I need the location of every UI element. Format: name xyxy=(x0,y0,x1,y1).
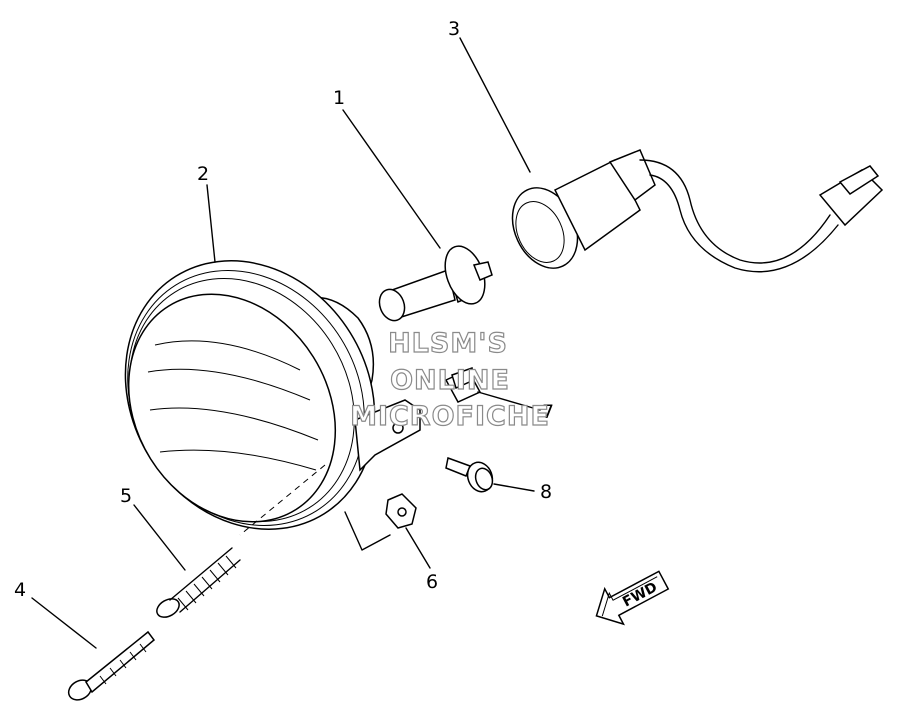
leader-lines xyxy=(31,37,541,649)
watermark-line-2: ONLINE xyxy=(390,365,510,396)
callout-2: 2 xyxy=(197,163,209,185)
clip-nut-7 xyxy=(444,366,482,403)
adjusting-screw xyxy=(67,630,156,701)
callout-4: 4 xyxy=(14,579,26,601)
callout-6: 6 xyxy=(426,571,438,593)
callout-1: 1 xyxy=(333,87,345,109)
callout-labels: 1 2 3 4 5 6 7 8 xyxy=(14,18,554,601)
watermark-line-3: MICROFICHE xyxy=(350,401,550,432)
bulb xyxy=(378,245,493,322)
callout-3: 3 xyxy=(448,18,460,40)
bolt-8 xyxy=(445,456,494,493)
watermark-line-1: HLSM'S xyxy=(388,328,508,359)
callout-5: 5 xyxy=(120,485,132,507)
bulb-socket-harness xyxy=(511,149,884,273)
nut-6 xyxy=(385,493,417,529)
callout-8: 8 xyxy=(540,481,552,503)
fwd-arrow: FWD xyxy=(595,570,670,626)
headlight-housing xyxy=(124,260,421,551)
callout-7: 7 xyxy=(542,401,554,423)
watermark: HLSM'S ONLINE MICROFICHE xyxy=(349,327,550,432)
spring xyxy=(156,547,241,618)
